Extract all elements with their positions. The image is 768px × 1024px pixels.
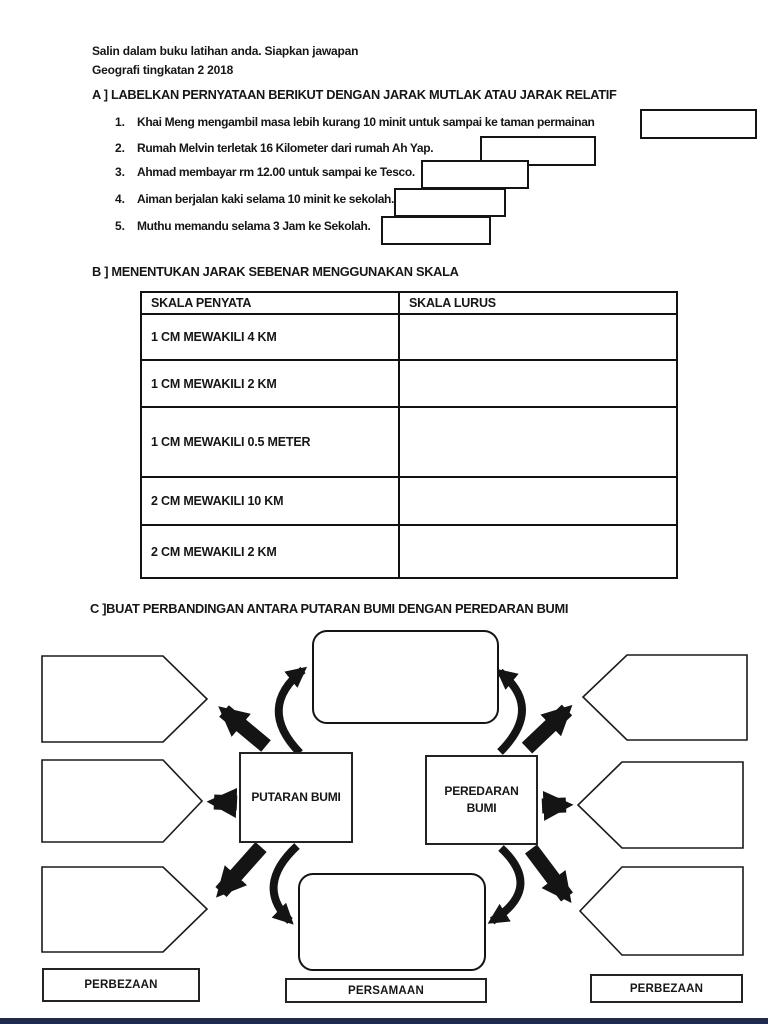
item-number: 2. (115, 141, 126, 155)
arrow-right-middle-icon (541, 790, 574, 821)
linear-scale-cell[interactable] (398, 359, 678, 408)
revolution-node: PEREDARAN BUMI (425, 755, 538, 845)
arrow-left-top-icon (218, 705, 271, 752)
label-text: PERBEZAAN (629, 982, 704, 995)
perbezaan-label-right: PERBEZAAN (590, 974, 743, 1003)
item-text: Muthu memandu selama 3 Jam ke Sekolah. (137, 219, 371, 233)
worksheet-item-2: 2. Rumah Melvin terletak 16 Kilometer dar… (115, 141, 434, 155)
linear-scale-cell[interactable] (398, 476, 678, 526)
arrow-left-middle-icon (206, 787, 238, 818)
statement-scale-cell: 2 CM MEWAKILI 2 KM (140, 524, 400, 579)
page-edge-bar (0, 1018, 768, 1024)
table-row: 1 CM MEWAKILI 4 KM (140, 313, 678, 361)
compare-tag-left-top[interactable] (41, 655, 209, 743)
section-c-heading: C ]BUAT PERBANDINGAN ANTARA PUTARAN BUMI… (90, 601, 569, 616)
arrow-right-bottom-icon (525, 844, 573, 903)
similarity-box-top[interactable] (312, 630, 499, 724)
answer-box-5[interactable] (381, 216, 491, 245)
curved-arrow-top-left-icon (274, 666, 308, 756)
table-header-skala-penyata: SKALA PENYATA (140, 291, 400, 315)
item-text: Ahmad membayar rm 12.00 untuk sampai ke … (137, 165, 415, 179)
curved-arrow-top-right-icon (495, 668, 526, 755)
label-text: PERBEZAAN (84, 979, 158, 991)
comparison-diagram: PUTARAN BUMI PEREDARAN BUMI PERBEZAAN PE… (0, 618, 768, 1018)
table-row: 1 CM MEWAKILI 0.5 METER (140, 406, 678, 478)
arrow-left-bottom-icon (215, 842, 267, 898)
header-line-2: Geografi tingkatan 2 2018 (92, 63, 234, 77)
item-text: Rumah Melvin terletak 16 Kilometer dari … (137, 141, 434, 155)
answer-box-1[interactable] (640, 109, 757, 139)
perbezaan-label-left: PERBEZAAN (42, 968, 200, 1002)
table-header-skala-lurus: SKALA LURUS (398, 291, 678, 315)
curved-arrow-bottom-left-icon (269, 843, 300, 925)
rotation-node: PUTARAN BUMI (239, 752, 353, 843)
header-line-1: Salin dalam buku latihan anda. Siapkan j… (92, 44, 359, 58)
item-number: 5. (115, 219, 126, 233)
compare-tag-left-middle[interactable] (41, 759, 204, 843)
similarity-box-bottom[interactable] (298, 873, 486, 971)
linear-scale-cell[interactable] (398, 524, 678, 579)
worksheet-item-4: 4. Aiman berjalan kaki selama 10 minit ke… (115, 192, 394, 206)
statement-scale-cell: 1 CM MEWAKILI 0.5 METER (140, 406, 400, 478)
statement-scale-cell: 2 CM MEWAKILI 10 KM (140, 476, 400, 526)
linear-scale-cell[interactable] (398, 406, 678, 478)
compare-tag-right-bottom[interactable] (578, 866, 744, 956)
revolution-node-label: PEREDARAN BUMI (444, 784, 519, 815)
compare-tag-right-top[interactable] (581, 654, 748, 741)
answer-box-4[interactable] (394, 188, 506, 217)
answer-box-3[interactable] (421, 160, 529, 189)
statement-scale-cell: 1 CM MEWAKILI 4 KM (140, 313, 400, 361)
worksheet-item-3: 3. Ahmad membayar rm 12.00 untuk sampai k… (115, 165, 415, 179)
curved-arrow-bottom-right-icon (487, 845, 525, 925)
linear-scale-cell[interactable] (398, 313, 678, 361)
compare-tag-left-bottom[interactable] (41, 866, 209, 953)
worksheet-item-5: 5. Muthu memandu selama 3 Jam ke Sekolah. (115, 219, 371, 233)
item-number: 1. (115, 115, 126, 129)
scale-table: SKALA PENYATA SKALA LURUS 1 CM MEWAKILI … (140, 291, 678, 579)
diagram-shapes (41, 654, 748, 956)
arrow-right-top-icon (521, 704, 573, 754)
item-text: Khai Meng mengambil masa lebih kurang 10… (137, 115, 595, 129)
persamaan-label: PERSAMAAN (285, 978, 487, 1003)
label-text: PERSAMAAN (348, 984, 424, 997)
compare-tag-right-middle[interactable] (576, 761, 744, 849)
item-text: Aiman berjalan kaki selama 10 minit ke s… (137, 192, 395, 206)
statement-scale-cell: 1 CM MEWAKILI 2 KM (140, 359, 400, 408)
table-row: 2 CM MEWAKILI 10 KM (140, 476, 678, 526)
worksheet-item-1: 1. Khai Meng mengambil masa lebih kurang … (115, 115, 595, 129)
section-a-heading: A ] LABELKAN PERNYATAAN BERIKUT DENGAN J… (92, 87, 617, 102)
table-header-row: SKALA PENYATA SKALA LURUS (140, 291, 678, 315)
section-b-heading: B ] MENENTUKAN JARAK SEBENAR MENGGUNAKAN… (92, 264, 459, 279)
table-row: 1 CM MEWAKILI 2 KM (140, 359, 678, 408)
header: Salin dalam buku latihan anda. Siapkan j… (92, 42, 358, 80)
table-row: 2 CM MEWAKILI 2 KM (140, 524, 678, 579)
rotation-node-label: PUTARAN BUMI (251, 790, 341, 804)
item-number: 3. (115, 165, 126, 179)
item-number: 4. (115, 192, 126, 206)
